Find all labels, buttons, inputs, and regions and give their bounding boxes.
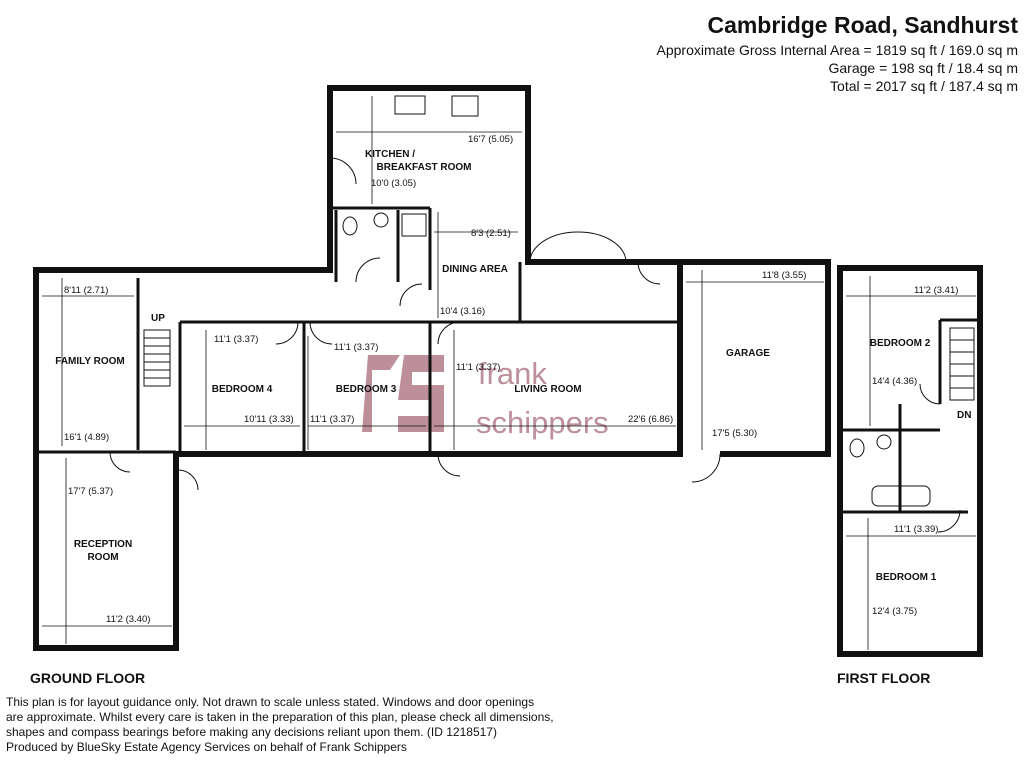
watermark-text-schippers: schippers — [476, 405, 609, 440]
stair-up-label: UP — [151, 313, 165, 324]
dim-kitchen-width: 16'7 (5.05) — [468, 134, 513, 145]
area-summary: Approximate Gross Internal Area = 1819 s… — [657, 41, 1018, 95]
dim-bed1-width: 11'1 (3.39) — [894, 524, 938, 535]
room-label-kitchen-line2: BREAKFAST ROOM — [377, 162, 472, 173]
door-swings — [109, 157, 961, 533]
room-label-bedroom1: BEDROOM 1 — [876, 572, 937, 583]
watermark-text-frank: frank — [478, 356, 547, 391]
dim-dining-width: 8'3 (2.51) — [471, 228, 511, 239]
first-floor-label: FIRST FLOOR — [837, 670, 931, 686]
dim-bed2-depth: 14'4 (4.36) — [872, 376, 917, 387]
room-label-bedroom4: BEDROOM 4 — [212, 384, 273, 395]
dim-bed3-depth: 11'1 (3.37) — [310, 414, 354, 425]
room-label-family: FAMILY ROOM — [55, 356, 124, 367]
basin-icon — [373, 212, 389, 228]
hob-icon — [451, 95, 479, 117]
dim-living-width: 11'1 (3.37) — [456, 362, 500, 373]
bath-icon — [871, 485, 931, 507]
kitchen-sink-icon — [394, 95, 426, 115]
disclaimer: This plan is for layout guidance only. N… — [6, 695, 554, 755]
dim-bed4-width: 11'1 (3.37) — [214, 334, 258, 345]
toilet-icon-first — [849, 438, 865, 458]
fixtures — [342, 95, 931, 507]
property-title: Cambridge Road, Sandhurst — [707, 12, 1018, 38]
dim-garage-depth: 17'5 (5.30) — [712, 428, 757, 439]
disclaimer-line-4: Produced by BlueSky Estate Agency Servic… — [6, 740, 407, 754]
dim-living-depth: 22'6 (6.86) — [628, 414, 673, 425]
room-label-bedroom2: BEDROOM 2 — [870, 338, 931, 349]
ground-floor-label: GROUND FLOOR — [30, 670, 146, 686]
staircases — [143, 327, 975, 401]
disclaimer-line-3: shapes and compass bearings before makin… — [6, 725, 497, 739]
room-label-reception-line1: RECEPTION — [74, 539, 132, 550]
dim-family-depth: 16'1 (4.89) — [64, 432, 109, 443]
room-label-garage: GARAGE — [726, 348, 770, 359]
disclaimer-line-2: are approximate. Whilst every care is ta… — [6, 710, 554, 724]
dim-garage-width: 11'8 (3.55) — [762, 270, 806, 281]
shower-icon — [401, 213, 427, 237]
room-label-living: LIVING ROOM — [514, 384, 581, 395]
room-label-bedroom3: BEDROOM 3 — [336, 384, 397, 395]
room-label-dining: DINING AREA — [442, 264, 508, 275]
total-area: Total = 2017 sq ft / 187.4 sq m — [830, 78, 1018, 94]
basin-icon-first — [876, 434, 892, 450]
internal-walls — [36, 206, 980, 514]
gross-internal-area: Approximate Gross Internal Area = 1819 s… — [656, 42, 1018, 58]
dim-reception-depth: 17'7 (5.37) — [68, 486, 113, 497]
dim-reception-width: 11'2 (3.40) — [106, 614, 150, 625]
dim-bed2-width: 11'2 (3.41) — [914, 285, 958, 296]
watermark-logo: frank schippers — [362, 355, 609, 440]
garage-area: Garage = 198 sq ft / 18.4 sq m — [828, 60, 1019, 76]
room-label-reception-line2: ROOM — [87, 552, 118, 563]
dimension-lines — [42, 96, 976, 650]
disclaimer-line-1: This plan is for layout guidance only. N… — [6, 695, 535, 709]
dim-bed4-depth: 10'11 (3.33) — [244, 414, 294, 425]
dim-dining-depth: 10'4 (3.16) — [440, 306, 485, 317]
dim-family-width: 8'11 (2.71) — [64, 285, 108, 296]
dim-kitchen-depth: 10'0 (3.05) — [371, 178, 416, 189]
stair-down-label: DN — [957, 410, 971, 421]
dim-bed1-depth: 12'4 (3.75) — [872, 606, 917, 617]
walls — [33, 85, 983, 657]
dim-bed3-width: 11'1 (3.37) — [334, 342, 378, 353]
toilet-icon — [342, 216, 358, 236]
room-label-kitchen-line1: KITCHEN / — [365, 149, 415, 160]
